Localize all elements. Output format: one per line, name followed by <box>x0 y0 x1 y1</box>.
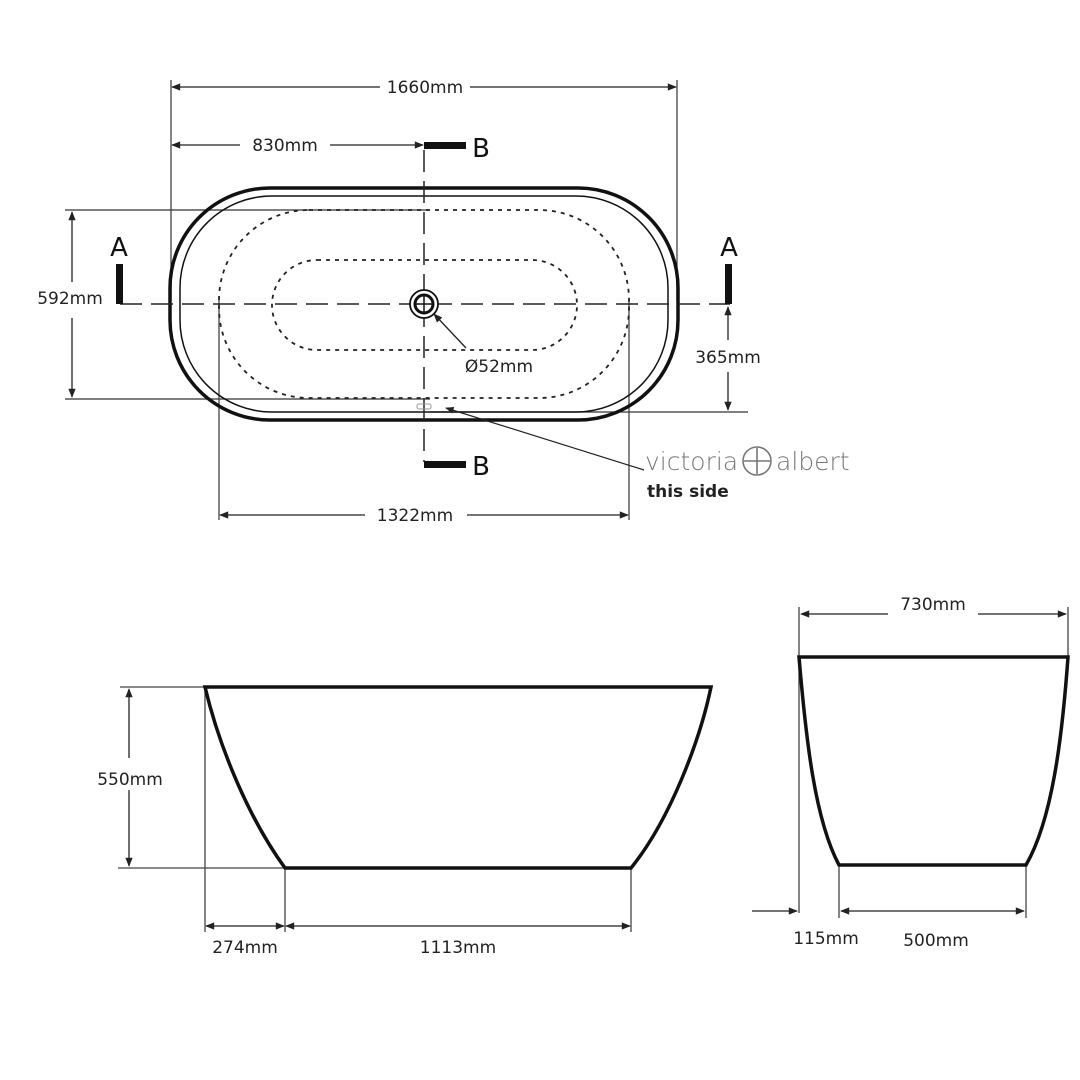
waste-diameter-label: Ø52mm <box>465 357 533 377</box>
height-label: 550mm <box>97 770 163 790</box>
section-b-top-label: B <box>472 134 490 164</box>
slope-run-label: 274mm <box>212 938 278 958</box>
section-a-right-label: A <box>720 233 738 263</box>
brand-plus-icon <box>742 446 772 476</box>
section-a-right-marker <box>725 264 732 304</box>
basin-floor-outline <box>271 259 578 351</box>
section-b-bottom-label: B <box>472 452 490 482</box>
section-a-left-label: A <box>110 233 128 263</box>
overall-length-label: 1660mm <box>387 78 463 98</box>
brand-name-left: victoria <box>645 447 738 476</box>
side-view: 550mm 274mm 1113mm <box>97 685 714 958</box>
base-length-label: 1113mm <box>420 938 496 958</box>
inner-length-label: 1322mm <box>377 506 453 526</box>
waste-offset-label: 365mm <box>695 348 761 368</box>
base-width-label: 500mm <box>903 931 969 951</box>
brand-note: this side <box>647 482 729 502</box>
section-a-left-marker <box>116 264 123 304</box>
top-width-label: 730mm <box>900 595 966 615</box>
section-b-top-marker <box>424 142 466 149</box>
half-length-label: 830mm <box>252 136 318 156</box>
brand-name-right: albert <box>776 447 850 476</box>
waste-icon <box>409 289 439 319</box>
end-view: 730mm 115mm 500mm <box>752 595 1070 951</box>
overflow-icon <box>416 403 432 410</box>
offset-label: 115mm <box>793 929 859 949</box>
width-label: 592mm <box>37 289 103 309</box>
end-profile <box>797 655 1070 867</box>
side-profile <box>202 685 714 870</box>
section-b-bottom-marker <box>424 461 466 468</box>
plan-view: 1660mm 830mm 592mm 365mm 1322mm <box>37 78 849 526</box>
